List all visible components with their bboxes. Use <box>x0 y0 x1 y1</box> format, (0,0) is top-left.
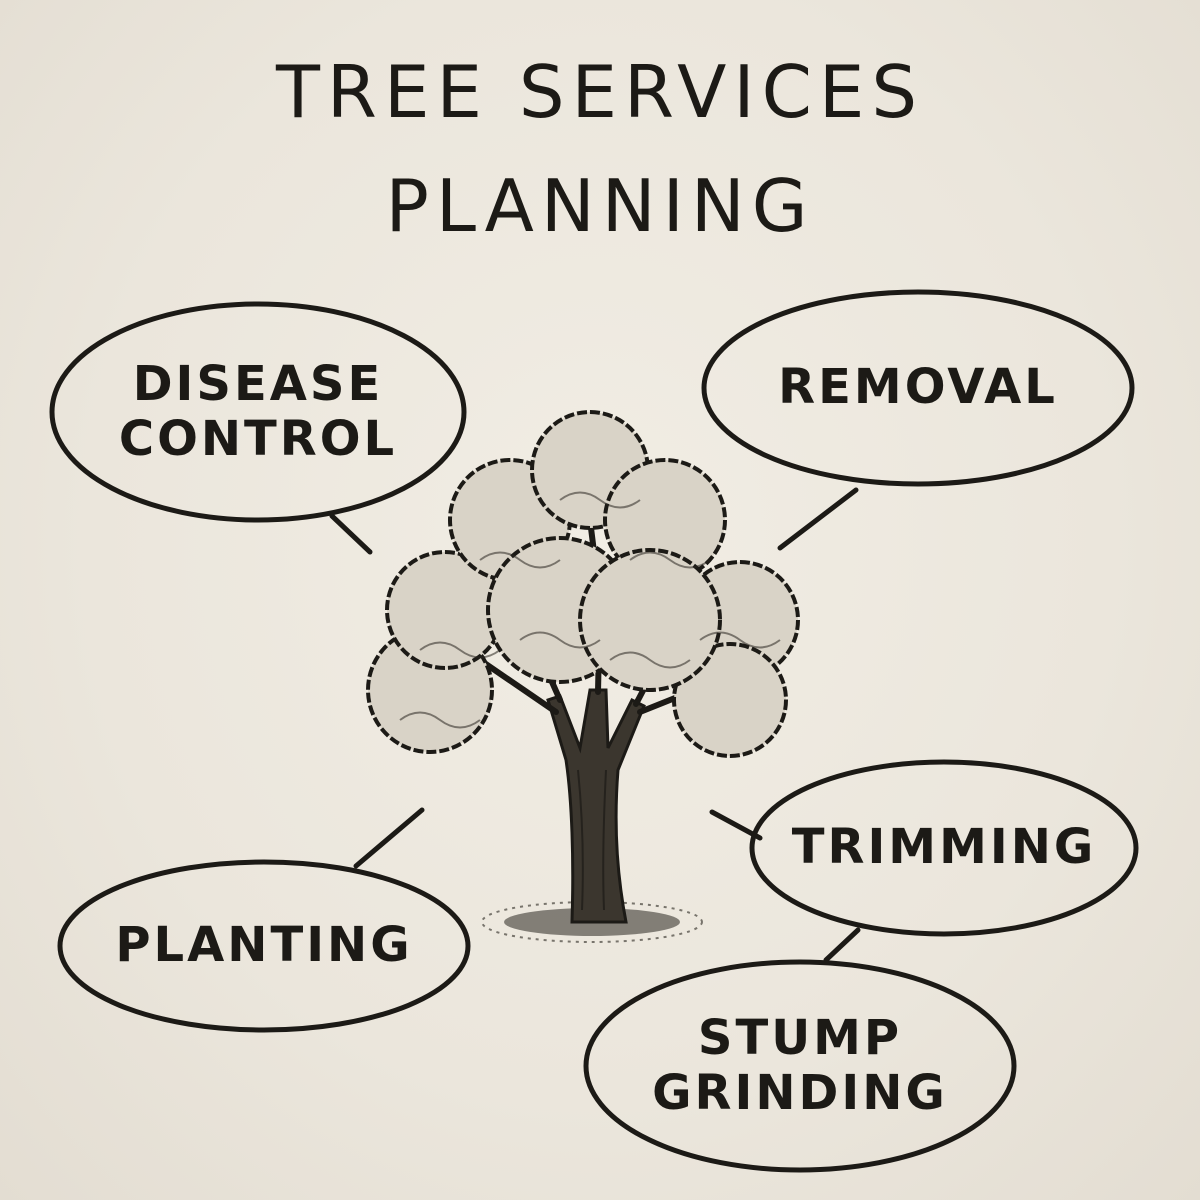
node-planting: PLANTING <box>96 898 432 994</box>
connector-planting <box>353 807 425 869</box>
node-stump-grinding-line-2: GRINDING <box>652 1065 948 1121</box>
connector-stump-grinding <box>823 927 861 963</box>
tree-trunk <box>546 688 646 924</box>
node-disease-control-line-1: DISEASE <box>132 355 384 412</box>
node-trimming: TRIMMING <box>790 800 1098 896</box>
node-disease-control: DISEASE CONTROL <box>82 324 434 500</box>
node-stump-grinding-line-1: STUMP <box>697 1009 903 1066</box>
title-line-2: PLANNING <box>385 164 815 248</box>
node-planting-line-1: PLANTING <box>115 917 413 974</box>
node-removal-line-1: REMOVAL <box>778 359 1058 416</box>
bubble-stump-grinding <box>583 959 1017 1173</box>
node-disease-control-line-2: CONTROL <box>118 411 398 467</box>
node-stump-grinding: STUMP GRINDING <box>626 990 974 1142</box>
bubble-disease-control <box>49 301 467 523</box>
tree-canopy-cluster <box>672 642 788 758</box>
tree-canopy-cluster <box>578 548 722 692</box>
bubble-trimming <box>749 759 1139 937</box>
tree-icon <box>366 410 800 943</box>
connector-removal <box>777 487 859 551</box>
connector-disease-control <box>329 513 373 555</box>
bubble-removal <box>701 289 1135 487</box>
node-removal: REMOVAL <box>744 330 1092 446</box>
node-trimming-line-1: TRIMMING <box>791 819 1097 876</box>
bubble-planting <box>57 859 471 1033</box>
title-line-1: TREE SERVICES <box>275 50 925 134</box>
